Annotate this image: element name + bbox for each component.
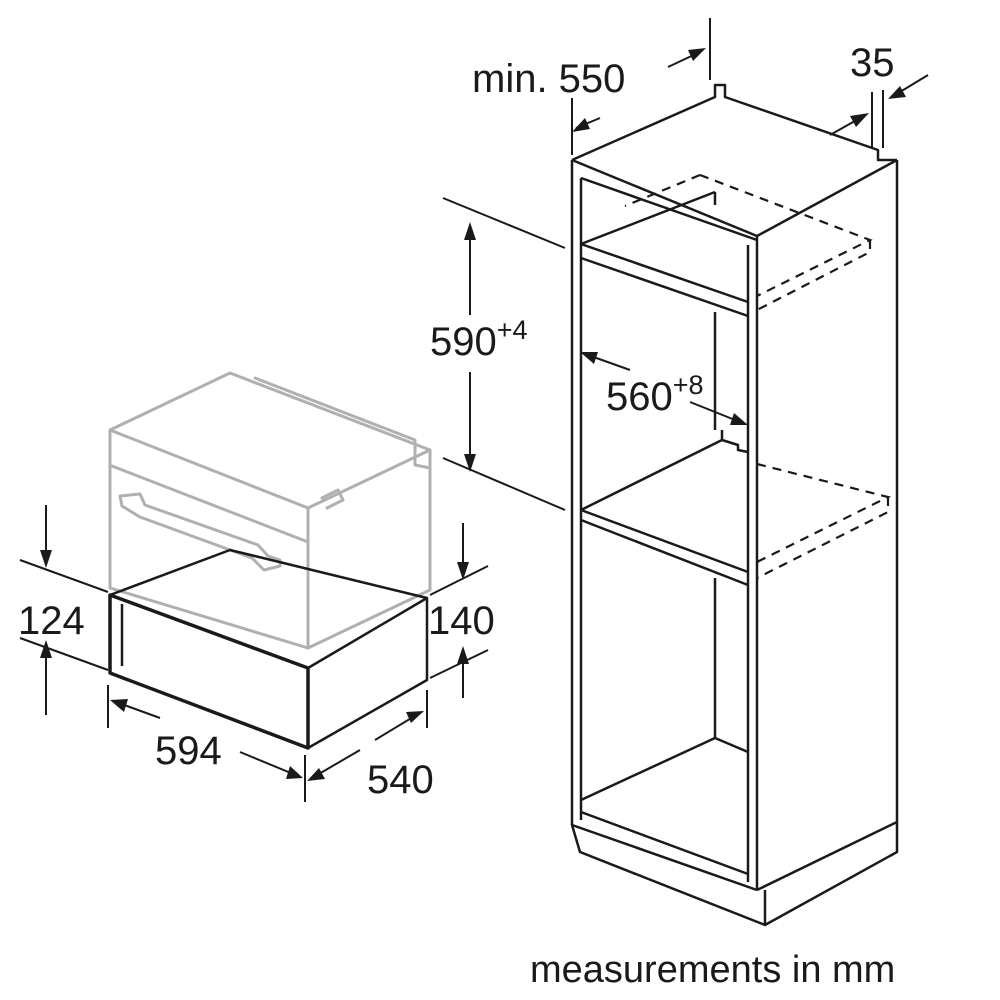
unit-height-label: 140 xyxy=(428,599,495,643)
dimension-594-lines xyxy=(107,685,306,802)
tall-cabinet xyxy=(570,83,899,927)
niche-width-tolerance: +8 xyxy=(673,370,704,400)
dimension-550-lines xyxy=(571,18,711,155)
niche-height-value: 590 xyxy=(430,320,497,364)
niche-width-label: 560+8 xyxy=(606,370,704,419)
units-note: measurements in mm xyxy=(530,949,895,991)
side-gap-label: 35 xyxy=(850,41,895,85)
drawer-depth-label: 540 xyxy=(367,758,434,802)
oven-outline xyxy=(108,371,432,650)
niche-height-label: 590+4 xyxy=(430,315,528,364)
warming-drawer xyxy=(108,548,429,750)
niche-depth-label: min. 550 xyxy=(472,57,625,101)
drawer-height-label: 124 xyxy=(18,599,85,643)
dimension-124-lines xyxy=(19,505,109,715)
dimension-35-lines xyxy=(829,74,929,148)
dimension-540-lines xyxy=(307,690,428,781)
niche-width-value: 560 xyxy=(606,375,673,419)
dashed-ventilation-outlines xyxy=(624,173,892,579)
drawer-width-label: 594 xyxy=(155,729,222,773)
dimension-590-lines xyxy=(442,197,566,511)
dimension-560-lines xyxy=(580,352,748,425)
niche-height-tolerance: +4 xyxy=(497,315,528,345)
dimension-140-lines xyxy=(429,523,489,698)
